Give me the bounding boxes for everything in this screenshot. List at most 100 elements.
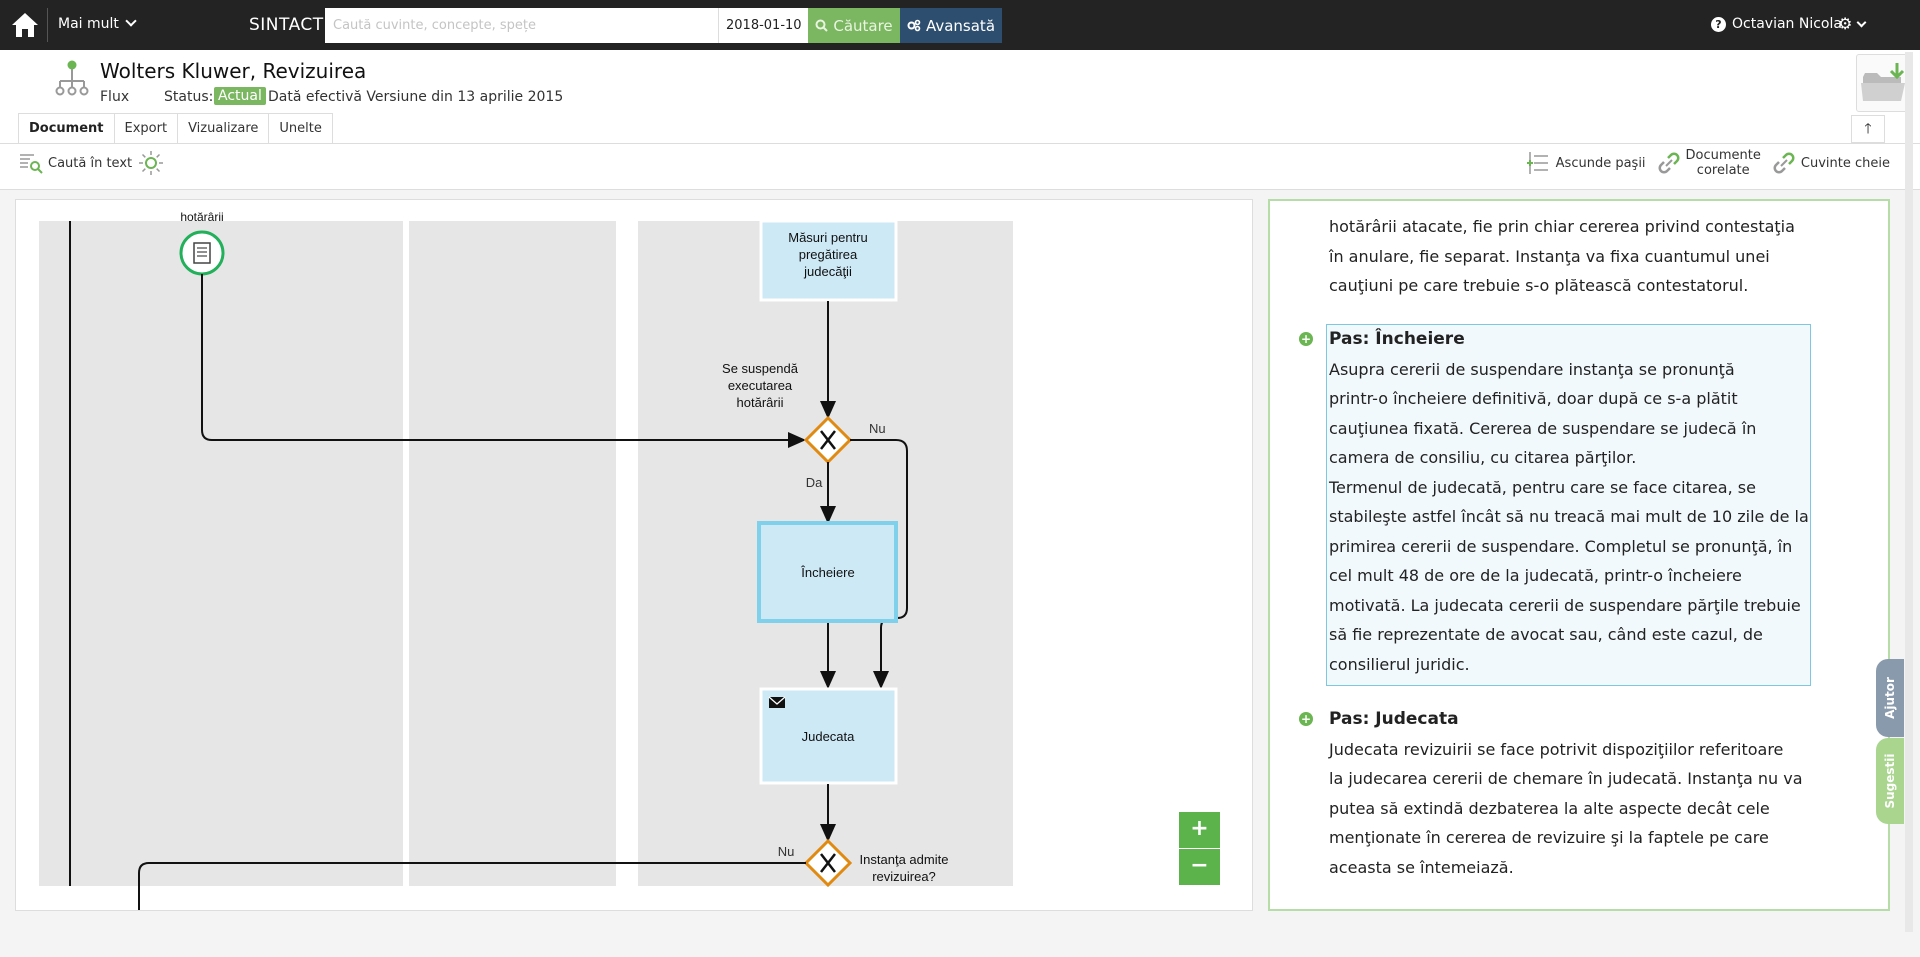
search-input[interactable]	[325, 8, 718, 43]
svg-text:pregătirea: pregătirea	[799, 247, 858, 262]
related-docs-button[interactable]: Documente corelate	[1656, 148, 1761, 178]
hide-steps-label: Ascunde paşii	[1555, 155, 1646, 171]
arrow-up-icon: 🡑	[1864, 121, 1872, 137]
suggestions-tab-label: Sugestii	[1883, 753, 1897, 809]
text-line: motivată. La judecata cererii de suspend…	[1329, 595, 1801, 615]
status-badge: Actual	[214, 87, 266, 105]
help-side-tab[interactable]: Ajutor	[1876, 659, 1904, 737]
related-docs-label-2: corelate	[1696, 163, 1750, 178]
search-icon	[815, 19, 829, 32]
text-line: printr-o încheiere definitivă, doar după…	[1329, 389, 1738, 408]
branch-label-no: Nu	[869, 421, 886, 436]
text-search-icon	[20, 154, 43, 174]
text-line: cel mult 48 de ore de la judecată, print…	[1329, 566, 1742, 585]
step-conclusion: Pas: Încheiere Asupra cererii de suspend…	[1329, 325, 1809, 679]
document-tabs: Document Export Vizualizare Unelte	[18, 113, 333, 143]
gateway-question-label: hotărârii	[737, 395, 784, 410]
top-navigation-bar: Mai mult SINTACT Căutare Avansată ? Octa…	[0, 0, 1920, 50]
search-in-text-label: Caută în text	[48, 155, 133, 171]
gateway-question-label: executarea	[728, 378, 793, 393]
text-line: în anulare, fie separat. Instanţa va fix…	[1329, 246, 1770, 266]
text-line: la judecarea cererii de chemare în judec…	[1329, 769, 1803, 788]
document-title: Wolters Kluwer, Revizuirea	[100, 59, 367, 83]
search-button[interactable]: Căutare	[808, 8, 900, 43]
separator	[47, 8, 48, 42]
text-line: putea să extindă dezbaterea la alte aspe…	[1329, 798, 1770, 818]
settings-menu[interactable]: ⚙	[1838, 14, 1867, 33]
branch-label-yes: Da	[806, 475, 823, 490]
step-judgement: Pas: Judecata Judecata revizuirii se fac…	[1329, 705, 1809, 882]
swimlane	[409, 221, 616, 886]
text-line: Judecata revizuirii se face potrivit dis…	[1329, 739, 1784, 759]
folder-download-button[interactable]	[1856, 54, 1910, 112]
task-conclusion[interactable]: Încheiere	[757, 521, 898, 623]
step-heading: Pas: Judecata	[1329, 709, 1459, 729]
swimlane	[39, 221, 403, 886]
tab-view[interactable]: Vizualizare	[177, 113, 270, 143]
task-judgement[interactable]: Judecata	[759, 687, 898, 785]
tab-divider	[0, 143, 1920, 144]
document-event-icon[interactable]	[179, 230, 225, 276]
brand-name: SINTACT	[249, 15, 324, 35]
related-docs-label-1: Documente	[1685, 148, 1761, 163]
more-menu-button[interactable]: Mai mult	[58, 15, 137, 32]
text-line: Termenul de judecată, pentru care se fac…	[1329, 477, 1756, 497]
more-menu-label: Mai mult	[58, 16, 119, 32]
help-tab-label: Ajutor	[1883, 677, 1897, 719]
hide-steps-button[interactable]: Ascunde paşii	[1526, 150, 1646, 176]
tab-tools[interactable]: Unelte	[268, 113, 333, 143]
branch-label-no: Nu	[778, 844, 795, 859]
step-heading: Pas: Încheiere	[1329, 329, 1465, 349]
link-icon	[1773, 152, 1795, 174]
zoom-out-button[interactable]: −	[1179, 849, 1220, 885]
scroll-top-button[interactable]: 🡑	[1851, 115, 1885, 143]
sun-icon	[139, 151, 164, 175]
page-scrollbar[interactable]	[1905, 52, 1913, 932]
exclusive-gateway[interactable]	[803, 838, 853, 888]
gateway-question-label: Se suspendă	[722, 361, 799, 376]
flow-diagram-panel[interactable]: hotărârii Măsuri pentru pregătirea judec…	[15, 199, 1253, 911]
event-label: hotărârii	[180, 210, 223, 224]
text-line: primirea cererii de suspendare. Completu…	[1329, 536, 1793, 556]
flow-icon	[55, 60, 89, 96]
toolbar-left: Caută în text	[18, 150, 164, 176]
text-line: să fie reprezentate de avocat sau, când …	[1329, 625, 1763, 644]
link-icon	[1658, 152, 1680, 174]
help-icon[interactable]: ?	[1711, 17, 1726, 32]
svg-text:Încheiere: Încheiere	[800, 565, 854, 580]
tab-export[interactable]: Export	[113, 113, 179, 143]
connector	[201, 274, 806, 448]
date-input[interactable]	[718, 8, 808, 43]
task-measures[interactable]: Măsuri pentru pregătirea judecăţii	[759, 219, 898, 302]
tab-document[interactable]: Document	[18, 113, 115, 143]
text-line: cauţiunea fixată. Cererea de suspendare …	[1329, 418, 1757, 438]
svg-text:Măsuri pentru: Măsuri pentru	[788, 230, 867, 245]
advanced-search-button[interactable]: Avansată	[900, 8, 1002, 43]
svg-text:judecăţii: judecăţii	[803, 264, 852, 279]
user-name[interactable]: Octavian Nicola	[1732, 16, 1842, 32]
exclusive-gateway[interactable]	[803, 415, 853, 465]
envelope-icon	[769, 697, 785, 708]
expand-step-icon[interactable]: +	[1299, 332, 1313, 346]
home-icon[interactable]	[11, 12, 39, 38]
suggestions-side-tab[interactable]: Sugestii	[1876, 738, 1904, 824]
zoom-in-button[interactable]: +	[1179, 812, 1220, 848]
text-line: aceasta se întemeiază.	[1329, 857, 1514, 877]
document-type: Flux	[100, 89, 130, 105]
keywords-button[interactable]: Cuvinte cheie	[1771, 150, 1890, 176]
search-button-label: Căutare	[833, 16, 893, 35]
highlight-button[interactable]	[138, 150, 164, 176]
gears-icon	[907, 19, 921, 32]
flow-diagram: hotărârii Măsuri pentru pregătirea judec…	[69, 210, 949, 910]
hide-steps-icon	[1526, 152, 1548, 174]
expand-step-icon[interactable]: +	[1299, 712, 1313, 726]
text-line: consilierul juridic.	[1329, 654, 1470, 674]
gateway-question-label: Instanţa admite	[860, 852, 949, 867]
connector	[138, 862, 806, 910]
text-line: hotărârii atacate, fie prin chiar cerere…	[1329, 217, 1795, 236]
status-label: Status:	[164, 89, 214, 105]
text-line: stabileşte astfel încât să nu treacă mai…	[1329, 507, 1809, 526]
status-description: Dată efectivă Versiune din 13 aprilie 20…	[268, 89, 564, 105]
gateway-question-label: revizuirea?	[872, 869, 936, 884]
search-in-text-button[interactable]: Caută în text	[18, 151, 132, 175]
